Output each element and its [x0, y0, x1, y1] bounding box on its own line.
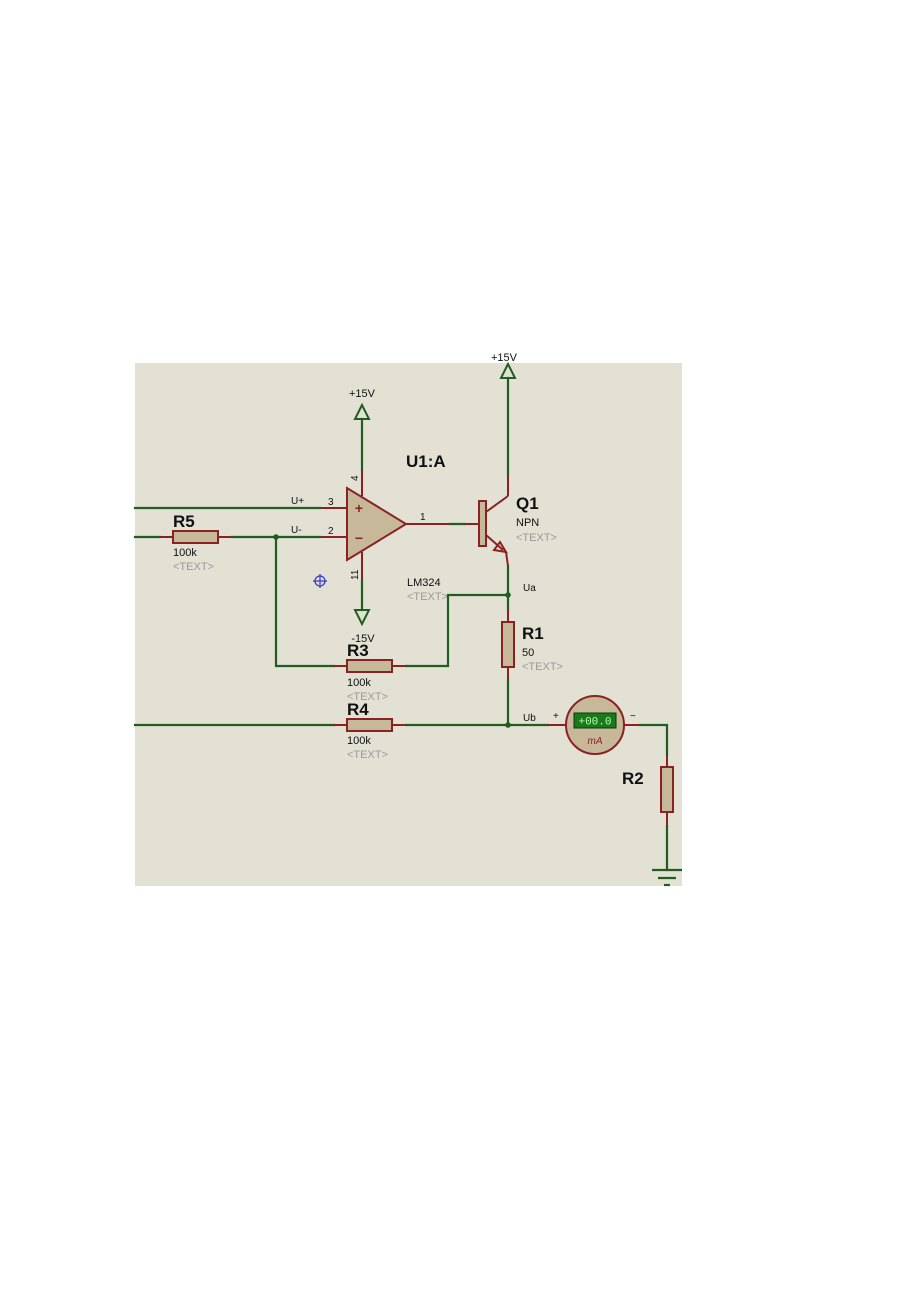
wire-feedback-right [404, 593, 510, 668]
opamp-pin-vcc: 4 [350, 475, 361, 481]
wire-meter-r2 [638, 723, 669, 757]
r1-value: 50 [522, 647, 534, 659]
resistor-r2[interactable] [660, 766, 674, 813]
r4-ref: R4 [347, 700, 369, 719]
ammeter-unit: mA [588, 736, 603, 747]
r5-value: 100k [173, 547, 197, 559]
opamp-minus-sign: − [355, 530, 363, 546]
transistor-q1[interactable] [465, 476, 509, 567]
net-label-ub: Ub [523, 713, 536, 724]
resistor-r4[interactable] [346, 718, 393, 732]
r5-ref: R5 [173, 512, 195, 531]
opamp-pin-minus: 2 [328, 526, 334, 537]
r3-value: 100k [347, 677, 371, 689]
r5-text: <TEXT> [173, 561, 214, 573]
crosshair-cursor-icon [313, 574, 327, 588]
resistor-r3[interactable] [346, 659, 393, 673]
r1-text: <TEXT> [522, 661, 563, 673]
schematic-canvas [135, 363, 682, 886]
r4-text: <TEXT> [347, 749, 388, 761]
net-label-u-plus: U+ [291, 496, 304, 507]
vcc-top-label: +15V [491, 352, 518, 364]
opamp-pin-vee: 11 [350, 569, 361, 580]
resistor-r5[interactable] [172, 530, 219, 544]
wire-feedback-left [274, 535, 336, 668]
vcc-opamp-label: +15V [349, 388, 376, 400]
r3-ref: R3 [347, 641, 369, 660]
ammeter-minus: − [630, 711, 636, 722]
vcc-top-power-icon [499, 361, 517, 478]
r1-ref: R1 [522, 624, 544, 643]
resistor-r1[interactable] [501, 621, 515, 668]
junction-ub [505, 722, 511, 728]
opamp-plus-sign: + [355, 500, 363, 516]
opamp-u1a[interactable] [346, 486, 408, 562]
opamp-value: LM324 [407, 577, 441, 589]
net-label-ua: Ua [523, 583, 536, 594]
ammeter-plus: + [553, 711, 559, 722]
q1-ref: Q1 [516, 494, 539, 513]
vcc-opamp-power-icon [353, 402, 371, 472]
ammeter[interactable] [565, 695, 625, 755]
vee-opamp-power-icon [353, 578, 371, 627]
r3-text: <TEXT> [347, 691, 388, 703]
vee-opamp-label: -15V [351, 633, 375, 645]
r4-value: 100k [347, 735, 371, 747]
q1-value: NPN [516, 517, 539, 529]
opamp-pin-out: 1 [420, 512, 426, 523]
ground-icon [652, 868, 682, 887]
opamp-text: <TEXT> [407, 591, 448, 603]
ammeter-display: +00.0 [578, 717, 611, 729]
opamp-ref: U1:A [406, 452, 446, 471]
net-label-u-minus: U- [291, 525, 302, 536]
opamp-pin-plus: 3 [328, 497, 334, 508]
q1-text: <TEXT> [516, 532, 557, 544]
r2-ref: R2 [622, 769, 644, 788]
